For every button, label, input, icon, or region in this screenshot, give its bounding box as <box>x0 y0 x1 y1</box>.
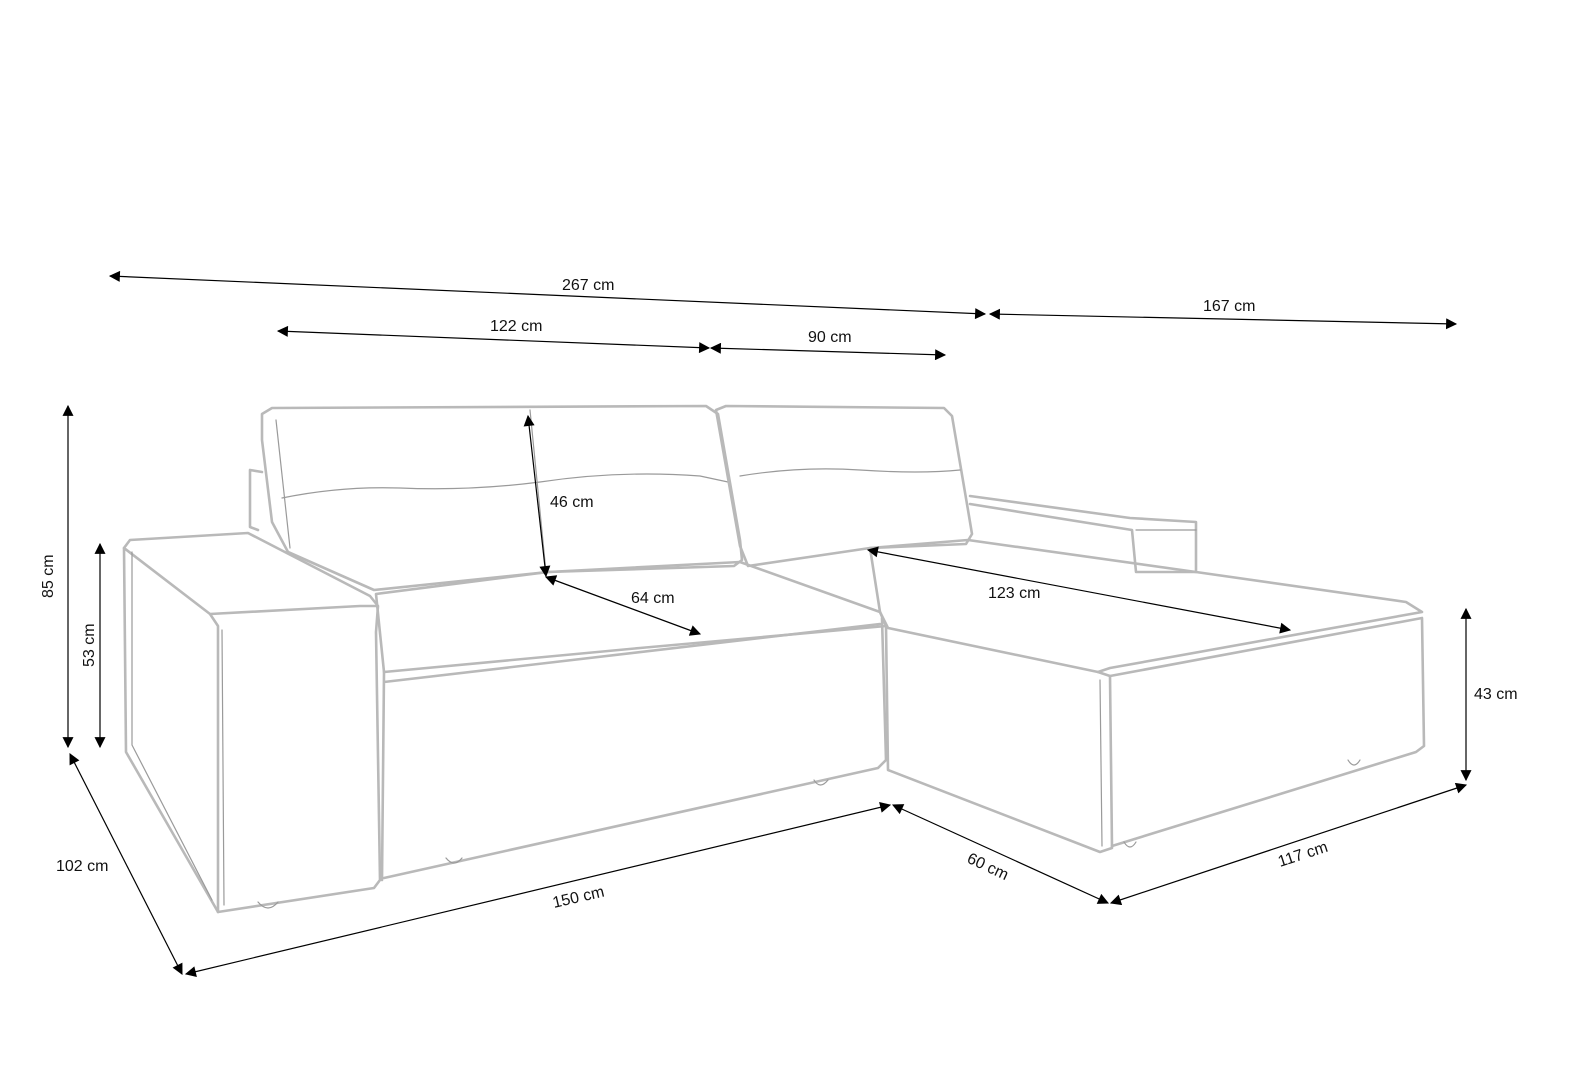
armrest-height-label: 53 cm <box>81 623 98 667</box>
seat-cushion <box>374 560 888 882</box>
sleep-length-label: 123 cm <box>988 585 1040 602</box>
sleep-length-arrow <box>866 546 1292 634</box>
total-height-label: 85 cm <box>40 554 57 598</box>
back-frame <box>248 468 264 532</box>
chaise-width-arrow <box>988 308 1458 330</box>
back-height-label: 46 cm <box>550 494 594 511</box>
back-left-label: 122 cm <box>490 318 542 335</box>
sofa-base <box>257 616 888 909</box>
chaise-longue <box>868 538 1426 854</box>
right-back-cushion <box>714 404 974 568</box>
seat-depth-label: 64 cm <box>631 590 675 607</box>
chaise-front-label: 117 cm <box>1276 839 1330 871</box>
dimension-lines: 267 cm 167 cm 122 cm 90 cm 46 cm 64 cm 1… <box>40 270 1518 978</box>
back-right-arrow <box>709 342 947 361</box>
back-left-arrow <box>276 325 711 354</box>
back-height-arrow <box>523 414 551 578</box>
chaise-depth-arrow <box>891 804 1110 904</box>
corner-sofa-drawing <box>122 404 1426 914</box>
seat-height-label: 43 cm <box>1474 686 1518 703</box>
left-back-cushion <box>260 404 744 592</box>
left-armrest <box>122 531 382 914</box>
depth-arrow <box>69 753 183 975</box>
total-width-arrow <box>108 270 987 320</box>
front-width-label: 150 cm <box>551 884 606 912</box>
back-right-label: 90 cm <box>808 329 852 346</box>
chaise-width-label: 167 cm <box>1203 298 1255 315</box>
total-width-label: 267 cm <box>562 277 614 294</box>
depth-label: 102 cm <box>56 858 108 875</box>
seat-depth-arrow <box>544 575 702 636</box>
chaise-front-arrow <box>1109 782 1468 906</box>
front-width-arrow <box>184 801 892 978</box>
right-armrest <box>968 494 1198 574</box>
